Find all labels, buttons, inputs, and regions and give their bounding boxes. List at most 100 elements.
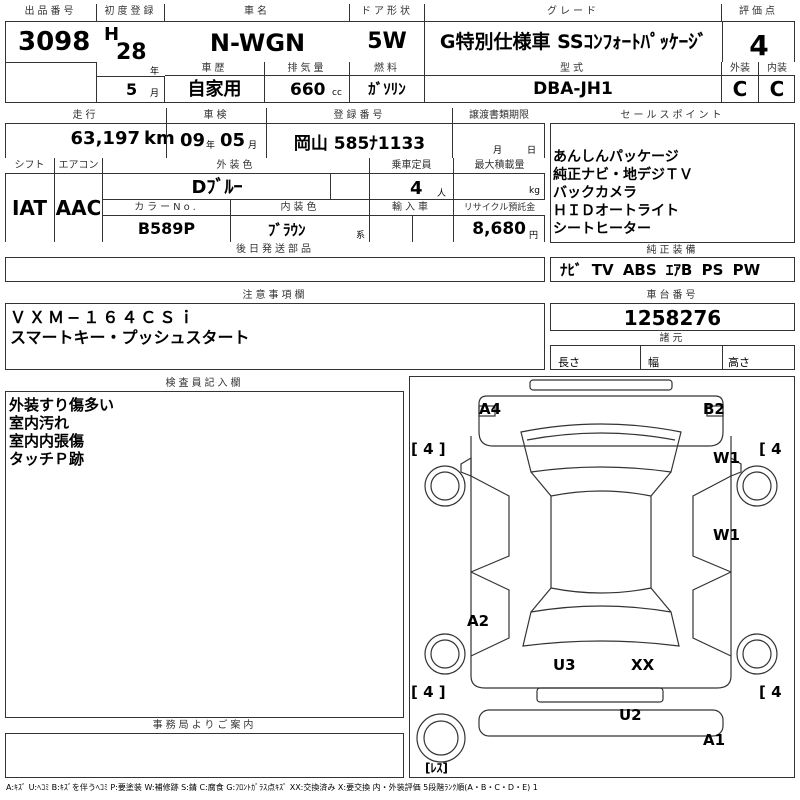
ext-color-value: Dﾌﾞﾙｰ	[191, 177, 243, 198]
dims-height-label: 高さ	[728, 356, 750, 369]
grade-value: G特別仕様車 SSｺﾝﾌｫｰﾄﾊﾟｯｹｰｼﾞ	[439, 31, 708, 53]
insp-month: 05	[220, 130, 246, 151]
chassis-value: 1258276	[623, 306, 722, 330]
displacement-label: 排気量	[265, 62, 350, 76]
equipment-item: ABS	[622, 261, 657, 279]
capacity-label: 乗車定員	[370, 158, 454, 174]
spare-tire-inner	[423, 720, 459, 756]
insp-month-unit: 月	[248, 141, 258, 151]
lot-number-label: 出品番号	[5, 4, 97, 22]
tire-front-right-value: 4	[771, 440, 782, 458]
rear-panel-outline	[536, 687, 664, 703]
import-split	[412, 216, 413, 242]
int-color-value: ﾌﾞﾗｳﾝ	[268, 221, 306, 239]
capacity-box	[370, 174, 454, 200]
era-letter: H	[104, 24, 120, 45]
fuel-label: 燃料	[350, 62, 425, 76]
mileage-label: 走行	[5, 108, 167, 124]
reg-month-unit: 月	[150, 89, 160, 99]
exterior-label: 外装	[722, 62, 759, 76]
tire-rear-left-tread: [ 4 ]	[411, 683, 446, 701]
model-value: DBA-JH1	[425, 76, 722, 103]
ext-color-label: 外装色	[103, 158, 370, 174]
door-label: ドア形状	[350, 4, 425, 22]
equipment-item: PS	[701, 261, 724, 279]
capacity-unit: 人	[437, 189, 447, 199]
rear-doors	[470, 571, 732, 657]
mirrors	[460, 456, 742, 477]
displacement-box	[265, 76, 350, 103]
ac-label: エアコン	[55, 158, 103, 174]
sales-label: セールスポイント	[550, 108, 795, 124]
equipment-item: ﾅﾋﾞ	[560, 261, 583, 279]
tire-rear-left-inner	[430, 639, 460, 669]
front-bumper-outline	[529, 379, 673, 391]
tire-rear-right	[736, 633, 778, 675]
tire-rear-left	[424, 633, 466, 675]
roof-pillars	[530, 471, 672, 613]
mark-w1-top: W1	[713, 449, 740, 467]
tire-front-right-inner	[742, 471, 772, 501]
mark-a4: A4	[479, 400, 502, 418]
tire-rear-right-inner	[742, 639, 772, 669]
windshield-outline	[520, 423, 682, 473]
dims-width-label: 幅	[648, 356, 659, 369]
ac-value: AAC	[55, 174, 103, 242]
spare-tire	[416, 713, 466, 763]
inspector-lines: 外装すり傷多い 室内汚れ 室内内張傷 タッチＰ跡	[9, 396, 399, 468]
inspector-line: タッチＰ跡	[9, 450, 85, 468]
car-name-label: 車名	[165, 4, 350, 22]
int-color-box	[231, 216, 370, 242]
max-load-box	[454, 174, 545, 200]
insp-year: 09	[180, 130, 206, 151]
int-color-label: 内装色	[231, 200, 370, 216]
rear-bumper-outline	[478, 709, 724, 737]
sales-line: ＨＩＤオートライト	[553, 203, 679, 219]
displacement-value: 660	[290, 80, 326, 100]
reg-month-box	[97, 76, 165, 103]
shift-label: シフト	[5, 158, 55, 174]
equipment-items: ﾅﾋﾞ TV ABS ｴｱB PS PW	[560, 260, 790, 280]
transfer-label: 譲渡書類期限	[453, 108, 545, 124]
sales-line: シートヒーター	[553, 221, 651, 237]
equipment-item: TV	[591, 261, 614, 279]
mark-u3: U3	[553, 656, 576, 674]
score-value: 4	[722, 22, 795, 62]
ext-color-split	[330, 174, 331, 200]
car-diagram-block	[409, 376, 795, 778]
history-value: 自家用	[165, 76, 265, 103]
rear-window-outline	[522, 605, 680, 647]
tire-front-right	[736, 465, 778, 507]
headlight-left	[478, 405, 496, 417]
inspector-line: 室内内張傷	[9, 432, 85, 450]
mark-w1-mid: W1	[713, 526, 740, 544]
door-value: 5W	[350, 22, 425, 62]
model-label: 型式	[425, 62, 722, 76]
mark-b2: B2	[703, 400, 725, 418]
headlight-right	[706, 405, 724, 417]
exterior-grade: C	[722, 76, 759, 103]
mileage-value: 63,197	[70, 128, 140, 149]
recycle-label: リサイクル預託金	[454, 200, 545, 216]
office-label: 事務局よりご案内	[5, 718, 404, 734]
tire-front-left-value: 4	[423, 440, 434, 458]
spare-tire-value: ﾚｽ	[430, 761, 443, 775]
interior-grade: C	[769, 77, 785, 101]
insp-year-unit: 年	[206, 141, 216, 151]
ext-color-box	[103, 174, 370, 200]
reg-year: 28	[116, 40, 147, 65]
import-label: 輸入車	[370, 200, 454, 216]
windshield-inner-line	[526, 432, 676, 441]
tire-rear-right-tread: [ 4	[759, 683, 782, 701]
mileage-box	[5, 124, 167, 158]
sales-line: 純正ナビ・地デジＴＶ	[553, 167, 693, 183]
import-box	[370, 216, 454, 242]
equipment-item: PW	[732, 261, 761, 279]
first-reg-label: 初度登録	[97, 4, 165, 22]
color-no-label: カラーNo.	[103, 200, 231, 216]
grade-label: グレード	[425, 4, 722, 22]
body-outline	[470, 436, 732, 689]
equipment-item: ｴｱB	[665, 261, 693, 279]
notes-line: ＶＸＭ−１６４ＣＳｉ	[10, 308, 198, 327]
reg-no-label: 登録番号	[267, 108, 453, 124]
